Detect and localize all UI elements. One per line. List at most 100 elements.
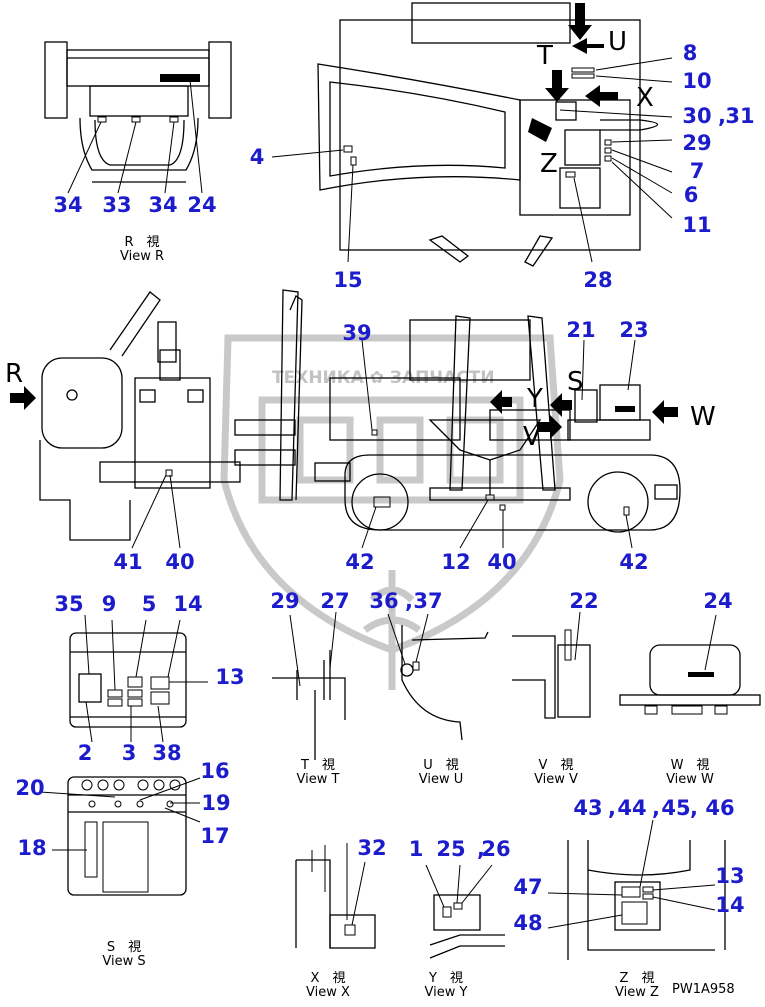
callout-number: 33 — [102, 193, 131, 217]
callout-number: 17 — [200, 824, 229, 848]
callout-number: 9 — [102, 592, 117, 616]
callout-number: 22 — [569, 589, 598, 613]
callout-number: 10 — [682, 69, 711, 93]
callout-number: 21 — [566, 318, 595, 342]
view-letter-s: S — [567, 367, 584, 397]
view-u-drawing — [387, 613, 489, 741]
view-w-drawing — [619, 614, 761, 715]
callout-number: , — [405, 589, 413, 613]
callout-number: 1 — [409, 837, 424, 861]
callout-number: 7 — [690, 159, 705, 183]
view-w-caption: View W — [666, 772, 714, 787]
drawing-code: PW1A958 — [672, 982, 735, 997]
view-letter-u: U — [608, 27, 627, 57]
view-letter-r: R — [5, 359, 23, 389]
callout-number: 32 — [357, 836, 386, 860]
callout-number: 43 — [573, 796, 602, 820]
brand-plate-icon — [160, 74, 200, 82]
view-s-drawing — [39, 614, 208, 896]
callout-number: 13 — [215, 665, 244, 689]
view-y-caption-jp: Y 視 — [428, 971, 463, 986]
brand-plate-icon — [688, 672, 714, 677]
view-u-caption-jp: U 視 — [423, 758, 459, 773]
callout-number: 46 — [705, 796, 734, 820]
view-w-caption-jp: W 視 — [671, 758, 710, 773]
callout-number: 4 — [250, 145, 265, 169]
callout-number: 40 — [487, 550, 516, 574]
callout-number: 23 — [619, 318, 648, 342]
view-letter-v: V — [523, 422, 541, 452]
watermark-emblem-icon: ТЕХНИКА ✿ ЗАПЧАСТИ — [220, 334, 564, 690]
view-x-caption: View X — [306, 985, 350, 1000]
callout-number: 45 — [661, 796, 690, 820]
callout-number: 48 — [513, 911, 542, 935]
view-t-caption-jp: T 視 — [300, 758, 335, 773]
view-y-drawing — [425, 864, 505, 959]
callout-number: 42 — [619, 550, 648, 574]
callout-number: 3 — [122, 741, 137, 765]
callout-number: 39 — [342, 321, 371, 345]
callout-number: 13 — [715, 864, 744, 888]
callout-number: 37 — [413, 589, 442, 613]
view-u-caption: View U — [419, 772, 464, 787]
callout-number: , — [608, 796, 616, 820]
callout-number: 42 — [345, 550, 374, 574]
callout-number: , — [652, 796, 660, 820]
callout-number: 19 — [201, 791, 230, 815]
view-y-caption: View Y — [425, 985, 468, 1000]
callout-number: 6 — [684, 183, 699, 207]
view-t-drawing — [272, 611, 346, 760]
callout-number: 16 — [200, 759, 229, 783]
callout-number: 11 — [682, 213, 711, 237]
view-z-caption-jp: Z 視 — [620, 971, 655, 986]
callout-number: , — [690, 796, 698, 820]
callout-number: 29 — [682, 131, 711, 155]
brand-plate-icon — [528, 118, 552, 142]
callout-number: 24 — [187, 193, 216, 217]
callout-number: 44 — [617, 796, 646, 820]
callout-number: 30 — [682, 104, 711, 128]
view-z-drawing — [547, 819, 726, 960]
view-v-drawing — [512, 611, 591, 719]
callout-number: 14 — [173, 592, 202, 616]
view-r-caption: View R — [120, 249, 164, 264]
view-v-caption: View V — [534, 772, 578, 787]
callout-number: 31 — [725, 104, 754, 128]
callout-number: 28 — [583, 268, 612, 292]
view-s-caption: View S — [102, 954, 145, 969]
callout-number: 14 — [715, 893, 744, 917]
callout-number: 27 — [320, 589, 349, 613]
view-letter-z: Z — [540, 149, 558, 179]
callout-number: 8 — [683, 41, 698, 65]
view-letter-t: T — [536, 41, 553, 71]
callout-number: 41 — [113, 550, 142, 574]
view-z-caption: View Z — [615, 985, 659, 1000]
callout-number: 12 — [441, 550, 470, 574]
view-v-caption-jp: V 視 — [539, 758, 574, 773]
callout-number: 34 — [53, 193, 82, 217]
brand-plate-icon — [615, 406, 635, 412]
view-letter-y: Y — [526, 384, 543, 414]
callout-number: 5 — [142, 592, 157, 616]
top-plan-drawing — [271, 2, 673, 267]
callout-number: 38 — [152, 741, 181, 765]
callout-number: , — [477, 837, 485, 861]
view-t-caption: View T — [297, 772, 340, 787]
view-r-drawing — [44, 41, 232, 194]
view-x-caption-jp: X 視 — [311, 971, 346, 986]
view-letter-x: X — [636, 83, 654, 113]
view-letter-w: W — [690, 402, 716, 432]
callout-number: 36 — [369, 589, 398, 613]
callout-number: 20 — [15, 776, 44, 800]
callout-number: 29 — [270, 589, 299, 613]
callout-number: 26 — [481, 837, 510, 861]
callout-number: 15 — [333, 268, 362, 292]
view-x-drawing — [295, 843, 376, 949]
main-side-view — [10, 289, 681, 549]
callout-number: 24 — [703, 589, 732, 613]
callout-number: , — [718, 104, 726, 128]
view-s-caption-jp: S 視 — [107, 940, 141, 955]
view-r-caption-jp: R 視 — [124, 235, 159, 250]
callout-number: 25 — [436, 837, 465, 861]
